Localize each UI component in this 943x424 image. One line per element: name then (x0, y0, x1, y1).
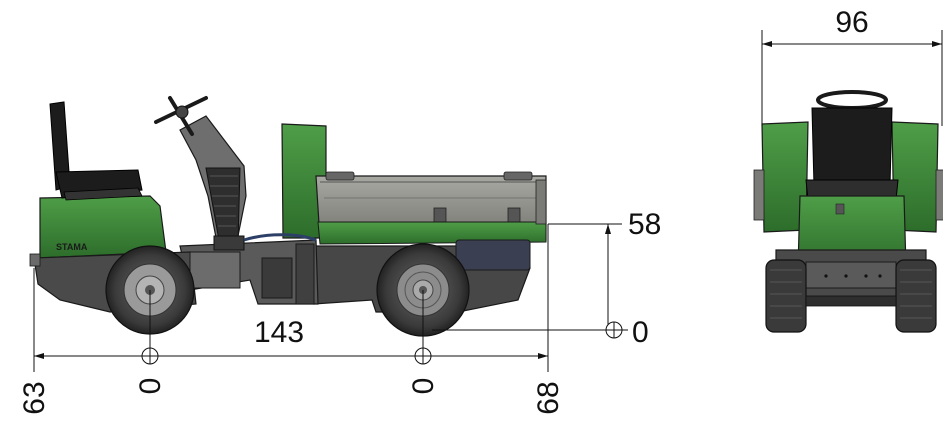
overall-width-label: 96 (835, 6, 868, 39)
dump-height-label: 58 (628, 208, 661, 241)
datum-circle-icon (141, 347, 159, 365)
datum-circle-icon (414, 347, 432, 365)
dump-bed (315, 171, 547, 245)
side-dimensions (33, 223, 628, 372)
steering-wheel (816, 90, 888, 110)
ground-zero-label: 0 (632, 316, 649, 349)
front-axle-zero-label: 0 (134, 378, 167, 395)
front-seat (811, 107, 893, 187)
datum-circle-icon (605, 321, 623, 339)
wheelbase-label: 143 (254, 316, 304, 349)
rear-overhang-label: 68 (532, 381, 565, 414)
front-right-tire (895, 259, 937, 333)
side-view: STAMA (29, 96, 547, 337)
battery-box (455, 239, 531, 271)
front-dimensions (761, 30, 943, 126)
rear-axle-zero-label: 0 (407, 378, 440, 395)
steering-column (154, 96, 247, 251)
brand-mark: STAMA (56, 242, 88, 252)
seat (49, 101, 143, 201)
front-view (753, 90, 943, 333)
front-left-tire (765, 259, 807, 333)
front-overhang-label: 63 (18, 381, 51, 414)
hydraulic-hose (243, 233, 317, 242)
